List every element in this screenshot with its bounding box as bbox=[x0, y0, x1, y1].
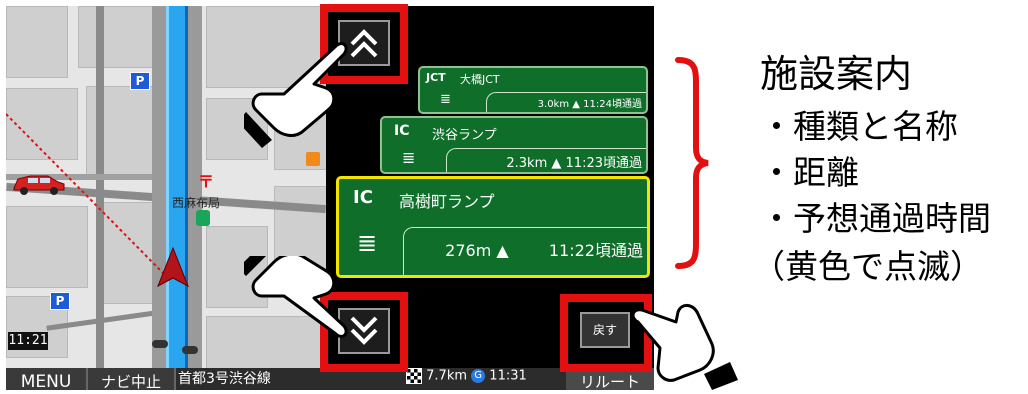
destination-info: 7.7km G 11:31 bbox=[406, 368, 527, 390]
facility-name: 高樹町ランプ bbox=[399, 192, 495, 211]
back-button[interactable]: 戻す bbox=[580, 312, 630, 348]
facility-type: IC bbox=[353, 187, 373, 208]
clock: 11:21 bbox=[8, 332, 48, 350]
car-icon bbox=[13, 175, 65, 195]
annotation-item: ・距離 bbox=[760, 153, 859, 192]
current-position-arrow-icon bbox=[157, 246, 189, 288]
annotation-title: 施設案内 bbox=[760, 52, 913, 96]
facility-card-jct[interactable]: JCT 大橋JCT ≣ 3.0km ▲ 11:24頃通過 bbox=[418, 66, 648, 114]
parking-icon: P bbox=[50, 292, 70, 310]
facility-info: 3.0km ▲ 11:24頃通過 bbox=[538, 95, 642, 110]
hand-pointer-icon bbox=[631, 304, 738, 390]
facility-name: 渋谷ランプ bbox=[432, 128, 497, 143]
lane-icon: ≣ bbox=[357, 229, 378, 257]
annotation-note: （黄色で点滅） bbox=[752, 247, 983, 286]
facility-time: 11:22頃通過 bbox=[548, 241, 643, 260]
callout-frame-down bbox=[320, 292, 408, 372]
facility-time: 11:24頃通過 bbox=[583, 99, 642, 110]
facility-type: IC bbox=[394, 123, 410, 139]
facility-info-frame bbox=[486, 92, 646, 112]
triangle-icon: ▲ bbox=[496, 241, 509, 260]
facility-distance: 2.3km bbox=[506, 156, 548, 171]
traffic-light-icon bbox=[182, 346, 198, 354]
hand-pointer-icon bbox=[244, 256, 348, 338]
facility-name: 大橋JCT bbox=[460, 73, 500, 86]
route-line bbox=[166, 6, 188, 390]
facility-info-frame bbox=[403, 227, 647, 275]
facility-distance: 3.0km bbox=[537, 99, 570, 110]
scroll-down-button[interactable] bbox=[338, 308, 390, 354]
remaining-distance: 7.7km bbox=[426, 368, 468, 384]
checkered-flag-icon bbox=[406, 368, 422, 384]
annotation-item: ・予想通過時間 bbox=[760, 199, 991, 238]
arrival-time: 11:31 bbox=[489, 368, 527, 384]
facility-info: 2.3km ▲ 11:23頃通過 bbox=[506, 152, 642, 171]
road-name: 首都3号渋谷線 bbox=[178, 371, 271, 387]
brace-bracket bbox=[675, 57, 709, 269]
map-view[interactable]: P P 〒 西麻布局 11:21 bbox=[6, 6, 326, 390]
facility-info-frame bbox=[446, 148, 646, 172]
callout-frame-up bbox=[320, 4, 408, 84]
annotation-item: ・種類と名称 bbox=[760, 107, 958, 146]
double-chevron-down-icon bbox=[350, 316, 378, 345]
parking-icon: P bbox=[130, 72, 150, 90]
facility-info: 276m ▲ 11:22頃通過 bbox=[445, 237, 643, 261]
clock-icon: G bbox=[471, 369, 486, 383]
post-office-icon: 〒 bbox=[198, 172, 215, 191]
navigation-screen: P P 〒 西麻布局 11:21 JCT 大橋JCT ≣ 3.0km ▲ 11:… bbox=[6, 6, 654, 390]
reroute-button[interactable]: リルート bbox=[566, 368, 654, 390]
bottom-bar: MENU ナビ中止 首都3号渋谷線 7.7km G 11:31 リルート bbox=[6, 368, 654, 390]
triangle-icon: ▲ bbox=[572, 99, 580, 110]
restaurant-icon bbox=[306, 152, 320, 166]
double-chevron-up-icon bbox=[350, 29, 378, 58]
facility-card-ic-takagicho[interactable]: IC 高樹町ランプ ≣ 276m ▲ 11:22頃通過 bbox=[336, 176, 650, 278]
stop-navigation-button[interactable]: ナビ中止 bbox=[88, 368, 176, 390]
facility-time: 11:23頃通過 bbox=[565, 156, 642, 171]
facility-distance: 276m bbox=[445, 241, 492, 260]
guide-line bbox=[6, 113, 167, 277]
lane-icon: ≣ bbox=[440, 92, 451, 107]
traffic-light-icon bbox=[152, 340, 168, 348]
poi-label: 西麻布局 bbox=[172, 196, 221, 210]
lane-icon: ≣ bbox=[402, 148, 416, 167]
facility-type: JCT bbox=[426, 71, 446, 84]
facility-card-ic-shibuya[interactable]: IC 渋谷ランプ ≣ 2.3km ▲ 11:23頃通過 bbox=[380, 116, 648, 174]
menu-button[interactable]: MENU bbox=[6, 368, 88, 390]
bank-icon bbox=[196, 210, 210, 226]
hand-pointer-icon bbox=[244, 42, 348, 148]
triangle-icon: ▲ bbox=[551, 156, 562, 171]
scroll-up-button[interactable] bbox=[338, 20, 390, 66]
